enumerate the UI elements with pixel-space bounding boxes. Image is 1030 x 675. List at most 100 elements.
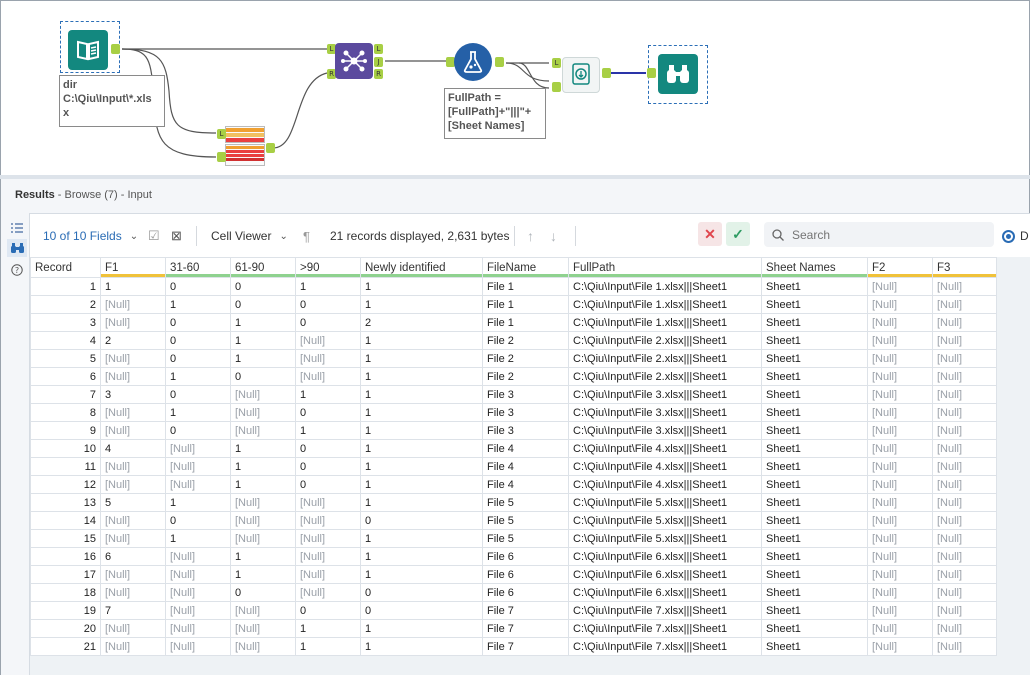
join-right-anchor[interactable]: R bbox=[327, 69, 336, 79]
column-header[interactable]: Record bbox=[30, 257, 101, 278]
table-cell[interactable]: Sheet1 bbox=[761, 493, 868, 512]
record-number-cell[interactable]: 5 bbox=[30, 349, 101, 368]
macro-2-input-anchor[interactable] bbox=[217, 152, 226, 162]
table-cell[interactable]: [Null] bbox=[100, 475, 166, 494]
table-cell[interactable]: C:\Qiu\Input\File 1.xlsx|||Sheet1 bbox=[568, 295, 762, 314]
table-cell[interactable]: [Null] bbox=[230, 511, 296, 530]
table-cell[interactable]: 0 bbox=[230, 295, 296, 314]
record-number-cell[interactable]: 7 bbox=[30, 385, 101, 404]
table-cell[interactable]: 1 bbox=[360, 403, 483, 422]
table-cell[interactable]: File 6 bbox=[482, 565, 569, 584]
table-cell[interactable]: File 5 bbox=[482, 529, 569, 548]
table-cell[interactable]: [Null] bbox=[100, 421, 166, 440]
table-cell[interactable]: C:\Qiu\Input\File 4.xlsx|||Sheet1 bbox=[568, 457, 762, 476]
table-cell[interactable]: C:\Qiu\Input\File 6.xlsx|||Sheet1 bbox=[568, 583, 762, 602]
table-cell[interactable]: [Null] bbox=[932, 367, 997, 386]
table-cell[interactable]: 0 bbox=[295, 457, 361, 476]
table-cell[interactable]: Sheet1 bbox=[761, 619, 868, 638]
table-cell[interactable]: [Null] bbox=[165, 637, 231, 656]
table-cell[interactable]: 1 bbox=[360, 457, 483, 476]
table-cell[interactable]: [Null] bbox=[165, 565, 231, 584]
table-cell[interactable]: Sheet1 bbox=[761, 601, 868, 620]
table-cell[interactable]: [Null] bbox=[230, 421, 296, 440]
table-cell[interactable]: 1 bbox=[360, 565, 483, 584]
dynamic-input-anchor-bottom[interactable] bbox=[552, 82, 561, 92]
table-cell[interactable]: 0 bbox=[360, 511, 483, 530]
table-cell[interactable]: [Null] bbox=[867, 547, 933, 566]
table-cell[interactable]: [Null] bbox=[165, 583, 231, 602]
radio-option[interactable]: D bbox=[1002, 228, 1029, 244]
column-header[interactable]: Newly identified bbox=[360, 257, 483, 278]
fields-selector[interactable]: 10 of 10 Fields ⌄ bbox=[43, 228, 138, 244]
binoculars-view-icon[interactable] bbox=[7, 239, 27, 257]
table-cell[interactable]: [Null] bbox=[230, 637, 296, 656]
arrow-down-icon[interactable]: ↓ bbox=[550, 228, 557, 244]
table-cell[interactable]: File 3 bbox=[482, 403, 569, 422]
record-number-cell[interactable]: 4 bbox=[30, 331, 101, 350]
table-cell[interactable]: [Null] bbox=[867, 313, 933, 332]
table-cell[interactable]: 0 bbox=[165, 385, 231, 404]
table-cell[interactable]: C:\Qiu\Input\File 6.xlsx|||Sheet1 bbox=[568, 565, 762, 584]
table-cell[interactable]: Sheet1 bbox=[761, 547, 868, 566]
record-number-cell[interactable]: 16 bbox=[30, 547, 101, 566]
table-cell[interactable]: Sheet1 bbox=[761, 403, 868, 422]
table-cell[interactable]: 1 bbox=[360, 349, 483, 368]
formula-input-anchor[interactable] bbox=[446, 57, 455, 67]
table-cell[interactable]: C:\Qiu\Input\File 2.xlsx|||Sheet1 bbox=[568, 349, 762, 368]
table-cell[interactable]: 1 bbox=[100, 277, 166, 296]
record-number-cell[interactable]: 13 bbox=[30, 493, 101, 512]
dynamic-input-icon[interactable] bbox=[562, 57, 600, 93]
table-cell[interactable]: [Null] bbox=[295, 565, 361, 584]
table-cell[interactable]: 1 bbox=[295, 421, 361, 440]
table-cell[interactable]: Sheet1 bbox=[761, 583, 868, 602]
table-cell[interactable]: 1 bbox=[230, 457, 296, 476]
table-cell[interactable]: [Null] bbox=[932, 619, 997, 638]
table-cell[interactable]: Sheet1 bbox=[761, 421, 868, 440]
table-cell[interactable]: [Null] bbox=[867, 601, 933, 620]
dynamic-output-anchor[interactable] bbox=[602, 68, 611, 78]
flask-icon[interactable] bbox=[454, 43, 492, 81]
table-cell[interactable]: [Null] bbox=[100, 367, 166, 386]
table-cell[interactable]: [Null] bbox=[165, 475, 231, 494]
table-cell[interactable]: [Null] bbox=[932, 475, 997, 494]
table-cell[interactable]: 1 bbox=[295, 637, 361, 656]
table-cell[interactable]: [Null] bbox=[867, 457, 933, 476]
table-cell[interactable]: 7 bbox=[100, 601, 166, 620]
table-cell[interactable]: Sheet1 bbox=[761, 367, 868, 386]
deselect-all-icon[interactable]: ⊠ bbox=[171, 228, 182, 243]
table-cell[interactable]: [Null] bbox=[867, 583, 933, 602]
reject-button[interactable]: ✕ bbox=[698, 222, 722, 246]
record-number-cell[interactable]: 15 bbox=[30, 529, 101, 548]
table-cell[interactable]: 0 bbox=[165, 349, 231, 368]
table-cell[interactable]: C:\Qiu\Input\File 5.xlsx|||Sheet1 bbox=[568, 493, 762, 512]
table-cell[interactable]: [Null] bbox=[932, 565, 997, 584]
record-number-cell[interactable]: 12 bbox=[30, 475, 101, 494]
table-cell[interactable]: 3 bbox=[100, 385, 166, 404]
table-cell[interactable]: C:\Qiu\Input\File 2.xlsx|||Sheet1 bbox=[568, 331, 762, 350]
macro-tool-1[interactable] bbox=[225, 126, 265, 143]
column-header[interactable]: 31-60 bbox=[165, 257, 231, 278]
table-cell[interactable]: [Null] bbox=[932, 439, 997, 458]
results-splitter[interactable] bbox=[0, 175, 1030, 179]
join-left-anchor[interactable]: L bbox=[327, 44, 336, 54]
table-cell[interactable]: [Null] bbox=[932, 403, 997, 422]
table-cell[interactable]: [Null] bbox=[295, 367, 361, 386]
table-cell[interactable]: 0 bbox=[165, 313, 231, 332]
table-cell[interactable]: C:\Qiu\Input\File 6.xlsx|||Sheet1 bbox=[568, 547, 762, 566]
table-cell[interactable]: [Null] bbox=[100, 637, 166, 656]
table-cell[interactable]: Sheet1 bbox=[761, 511, 868, 530]
table-cell[interactable]: 1 bbox=[360, 637, 483, 656]
table-cell[interactable]: [Null] bbox=[295, 583, 361, 602]
table-cell[interactable]: File 7 bbox=[482, 637, 569, 656]
dynamic-input-anchor-top[interactable]: L bbox=[552, 58, 561, 68]
